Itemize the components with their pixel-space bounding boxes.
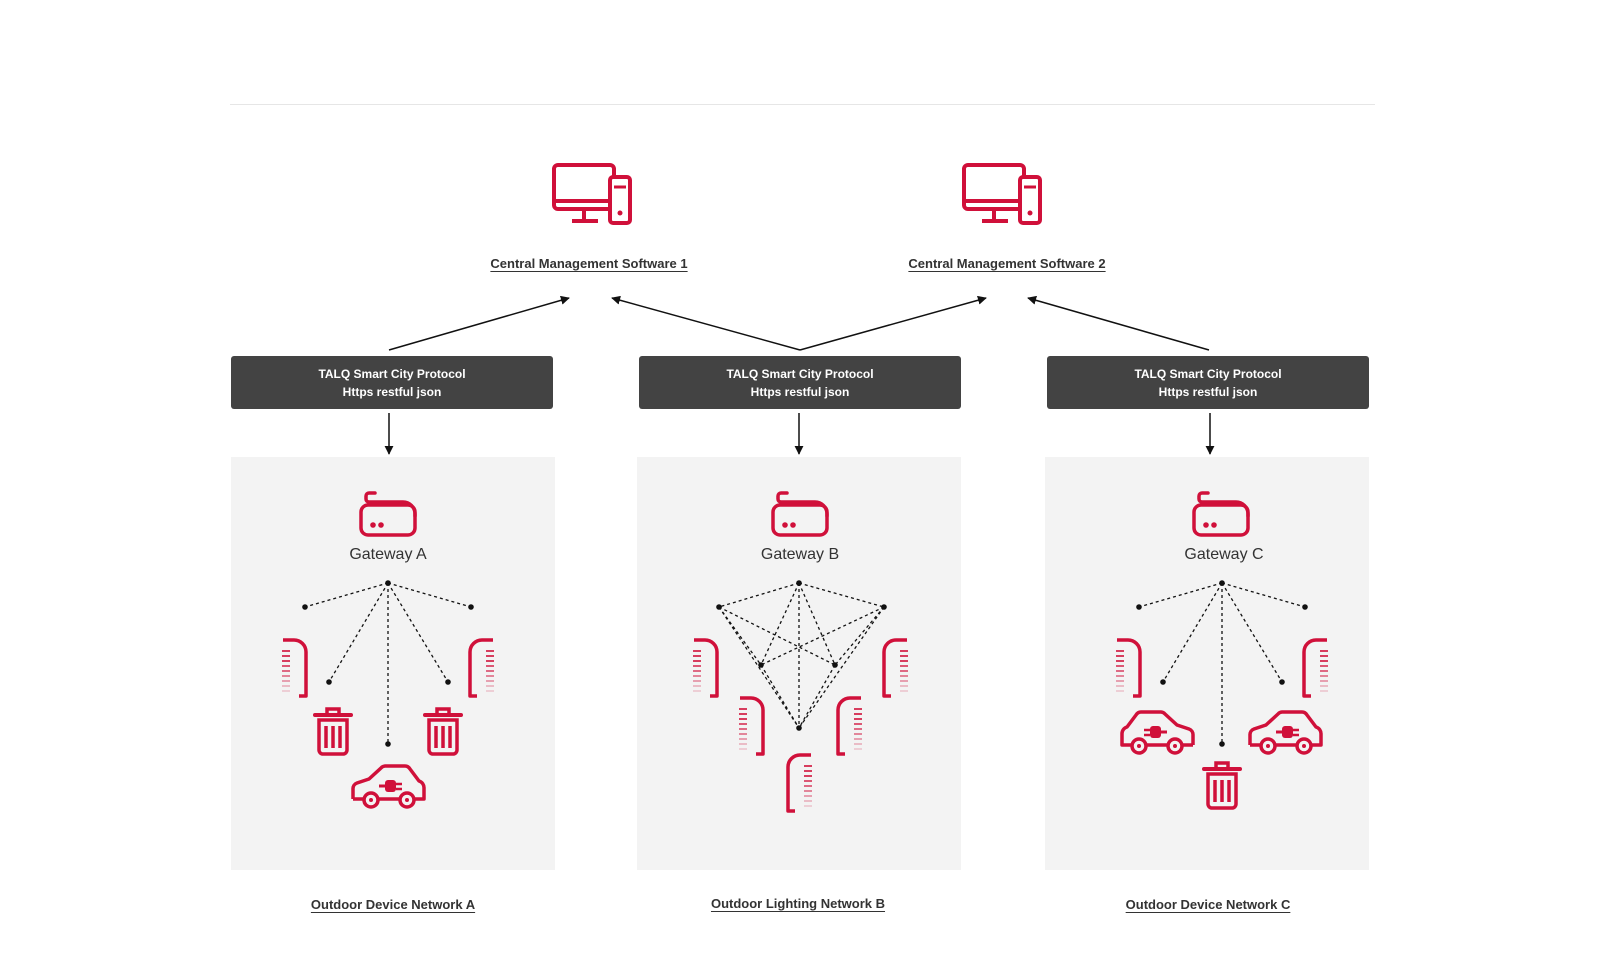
gateway-a-label: Gateway A: [349, 546, 427, 563]
arrow-b-to-cms2: [799, 295, 987, 351]
protocol-transport: Https restful json: [1158, 384, 1258, 399]
network-b-nodes: [716, 580, 887, 731]
top-divider: [230, 104, 1375, 105]
network-b-label[interactable]: Outdoor Lighting Network B: [710, 896, 886, 911]
arrow-c-to-cms2: [1027, 295, 1210, 351]
street-light-icon: [737, 695, 767, 757]
street-light-icon: [880, 637, 910, 699]
protocol-transport: Https restful json: [342, 384, 442, 399]
protocol-transport: Https restful json: [750, 384, 850, 399]
network-c-nodes: [1136, 580, 1308, 747]
protocol-name: TALQ Smart City Protocol: [1134, 366, 1282, 381]
electric-car-icon: [349, 763, 427, 811]
arrow-b-to-cms1: [611, 295, 801, 351]
street-light-icon: [1300, 637, 1330, 699]
protocol-name: TALQ Smart City Protocol: [318, 366, 466, 381]
trash-bin-icon: [1202, 761, 1242, 811]
protocol-name: TALQ Smart City Protocol: [726, 366, 874, 381]
gateway-c-label: Gateway C: [1184, 546, 1264, 563]
trash-bin-icon: [423, 707, 463, 757]
protocol-box-b: TALQ Smart City Protocol Https restful j…: [639, 356, 961, 409]
street-light-icon: [691, 637, 721, 699]
protocol-box-a: TALQ Smart City Protocol Https restful j…: [231, 356, 553, 409]
network-b-mesh-links: [718, 582, 885, 729]
street-light-icon: [1114, 637, 1144, 699]
network-a-label[interactable]: Outdoor Device Network A: [310, 897, 476, 912]
electric-car-icon: [1246, 709, 1324, 757]
trash-bin-icon: [313, 707, 353, 757]
street-light-icon: [280, 637, 310, 699]
street-light-icon: [834, 695, 864, 757]
protocol-box-c: TALQ Smart City Protocol Https restful j…: [1047, 356, 1369, 409]
network-c-label[interactable]: Outdoor Device Network C: [1125, 897, 1291, 912]
street-light-icon: [466, 637, 496, 699]
network-a-star-links: [304, 582, 472, 744]
network-a-nodes: [302, 580, 474, 747]
cms-2-label[interactable]: Central Management Software 2: [908, 256, 1106, 271]
network-c-star-links: [1138, 582, 1306, 744]
electric-car-icon: [1119, 709, 1197, 757]
cms-1-label[interactable]: Central Management Software 1: [490, 256, 688, 271]
network-panel-a: [231, 457, 555, 870]
gateway-b-label: Gateway B: [760, 546, 840, 563]
arrow-a-to-cms1: [388, 295, 570, 351]
street-light-icon: [784, 752, 814, 814]
